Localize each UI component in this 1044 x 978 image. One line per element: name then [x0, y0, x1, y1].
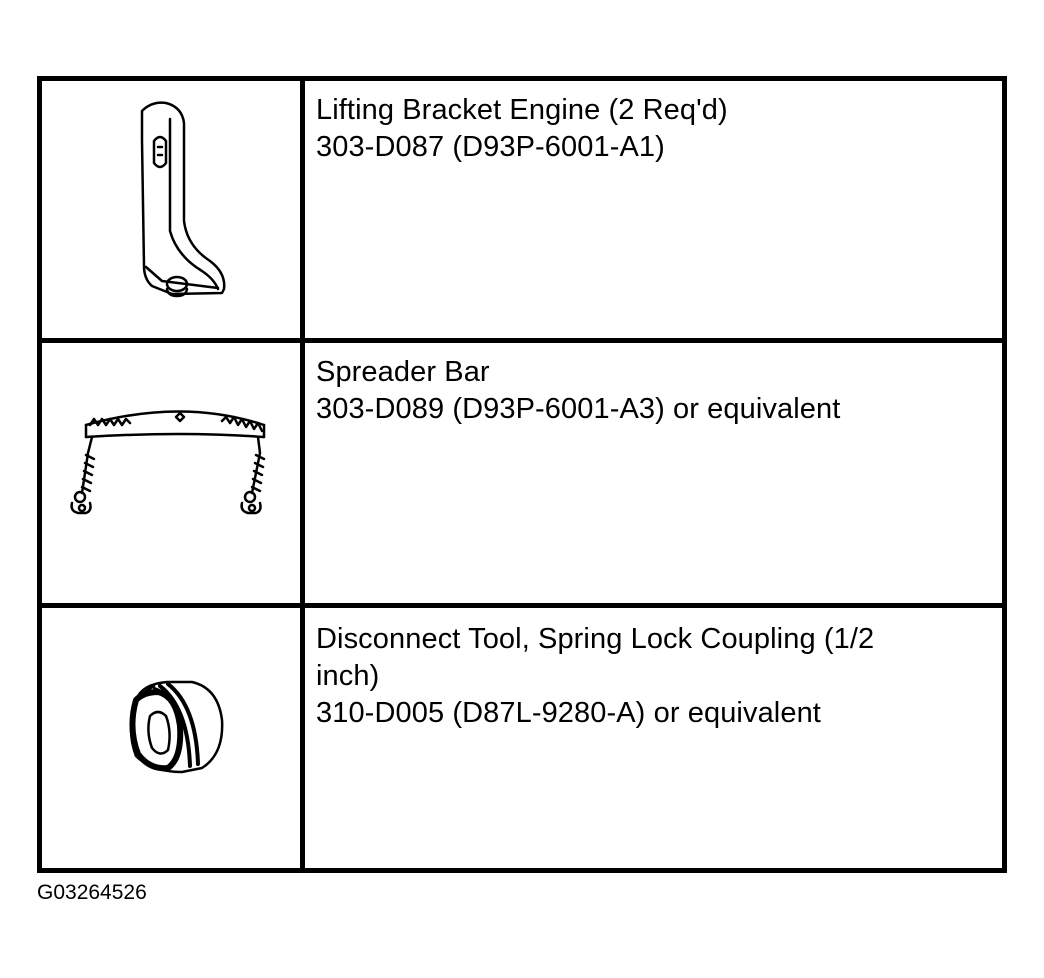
figure-id: G03264526 — [37, 881, 147, 904]
tool-part-number: 303-D087 (D93P-6001-A1) — [316, 131, 665, 163]
special-tools-table: Lifting Bracket Engine (2 Req'd) 303-D08… — [37, 76, 1007, 873]
spreader-bar-icon — [70, 410, 266, 515]
disconnect-tool-icon — [129, 680, 224, 774]
tool-illustration-cell — [42, 343, 305, 603]
tool-part-number: 310-D005 (D87L-9280-A) or equivalent — [316, 697, 821, 729]
tool-illustration-cell — [42, 608, 305, 868]
lifting-bracket-icon — [140, 101, 226, 298]
tool-illustration-cell — [42, 81, 305, 338]
tool-description-cell: Spreader Bar 303-D089 (D93P-6001-A3) or … — [310, 343, 1002, 603]
tool-row-spreader-bar: Spreader Bar 303-D089 (D93P-6001-A3) or … — [42, 343, 1002, 608]
tool-row-lifting-bracket: Lifting Bracket Engine (2 Req'd) 303-D08… — [42, 81, 1002, 343]
tool-description-cell: Lifting Bracket Engine (2 Req'd) 303-D08… — [310, 81, 1002, 338]
tool-part-number: 303-D089 (D93P-6001-A3) or equivalent — [316, 393, 841, 425]
tool-name: Disconnect Tool, Spring Lock Coupling (1… — [316, 623, 875, 655]
tool-description-cell: Disconnect Tool, Spring Lock Coupling (1… — [310, 608, 1002, 868]
tool-row-disconnect-tool: Disconnect Tool, Spring Lock Coupling (1… — [42, 608, 1002, 868]
tool-name: Spreader Bar — [316, 356, 490, 388]
tool-name: Lifting Bracket Engine (2 Req'd) — [316, 94, 728, 126]
tool-name-continued: inch) — [316, 660, 380, 692]
